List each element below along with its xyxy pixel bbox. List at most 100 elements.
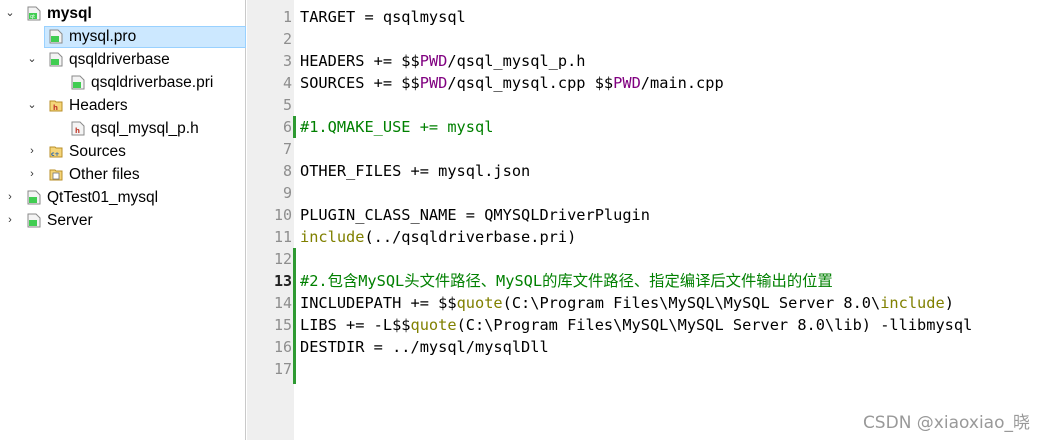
line-number: 1 [282, 8, 292, 26]
code-token: LIBS += -L$$ [300, 316, 411, 334]
line-number: 6 [282, 118, 292, 136]
code-token: PWD [419, 74, 448, 92]
qt-project-icon [27, 213, 41, 228]
line-number: 8 [282, 162, 292, 180]
code-line[interactable]: include(../qsqldriverbase.pri) [300, 226, 576, 248]
chevron-right-icon[interactable]: › [8, 214, 12, 226]
watermark: CSDN @xiaoxiao_晓 [862, 413, 1030, 433]
code-token: quote [456, 294, 503, 312]
code-token: /qsql_mysql_p.h [447, 52, 586, 70]
code-line[interactable]: LIBS += -L$$quote(C:\Program Files\MySQL… [300, 314, 972, 336]
code-line[interactable]: HEADERS += $$PWD/qsql_mysql_p.h [300, 50, 586, 72]
code-token: /main.cpp [640, 74, 724, 92]
tree-item-label: QtTest01_mysql [47, 189, 159, 206]
code-token: PWD [419, 52, 448, 70]
line-number: 15 [273, 316, 292, 334]
code-token: TARGET = qsqlmysql [300, 8, 466, 26]
code-token: SOURCES += $$ [300, 74, 420, 92]
svg-text:c+: c+ [51, 151, 60, 158]
sources-folder-icon: c+ [49, 146, 63, 158]
code-token: (C:\Program Files\MySQL\MySQL Server 8.0… [456, 316, 973, 334]
change-marker [293, 116, 296, 138]
code-token: (C:\Program Files\MySQL\MySQL Server 8.0… [502, 294, 881, 312]
code-token: DESTDIR = ../mysql/mysqlDll [300, 338, 549, 356]
code-token: #1.QMAKE_USE += mysql [300, 118, 494, 136]
svg-text:h: h [75, 127, 80, 135]
line-number: 10 [273, 206, 292, 224]
tree-item-label: Other files [69, 166, 140, 183]
gutter-separator [294, 0, 296, 440]
chevron-right-icon[interactable]: › [30, 168, 34, 180]
qt-project-icon [49, 52, 63, 67]
selection-highlight [44, 26, 246, 48]
chevron-down-icon[interactable]: ⌄ [5, 7, 15, 19]
tree-item-label: qsql_mysql_p.h [91, 120, 199, 137]
code-token: (../qsqldriverbase.pri) [364, 228, 577, 246]
svg-text:qt: qt [30, 14, 35, 20]
code-token: #2.包含MySQL头文件路径、MySQL的库文件路径、指定编译后文件输出的位置 [300, 272, 833, 290]
code-token: /qsql_mysql.cpp $$ [447, 74, 614, 92]
tree-item-server[interactable]: › Server [0, 210, 246, 233]
tree-item-label: Sources [69, 143, 126, 160]
pri-file-icon [71, 75, 85, 90]
code-line[interactable]: TARGET = qsqlmysql [300, 6, 466, 28]
tree-item-qsqldriverbase-pri[interactable]: qsqldriverbase.pri [0, 72, 246, 95]
code-line[interactable]: #2.包含MySQL头文件路径、MySQL的库文件路径、指定编译后文件输出的位置 [300, 270, 833, 292]
line-number: 9 [282, 184, 292, 202]
tree-item-label: mysql [47, 5, 92, 22]
line-number: 14 [273, 294, 292, 312]
code-token: INCLUDEPATH += $$ [300, 294, 457, 312]
code-line[interactable]: #1.QMAKE_USE += mysql [300, 116, 493, 138]
code-line[interactable]: INCLUDEPATH += $$quote(C:\Program Files\… [300, 292, 954, 314]
tree-item-mysql-project[interactable]: ⌄ qt mysql [0, 3, 246, 26]
code-token: quote [410, 316, 457, 334]
tree-item-label: qsqldriverbase [69, 51, 170, 68]
pro-file-icon [49, 29, 63, 44]
line-number-gutter [247, 0, 294, 440]
code-line[interactable]: SOURCES += $$PWD/qsql_mysql.cpp $$PWD/ma… [300, 72, 724, 94]
chevron-right-icon[interactable]: › [30, 145, 34, 157]
line-number: 11 [273, 228, 292, 246]
line-number: 4 [282, 74, 292, 92]
code-token: PWD [613, 74, 641, 92]
tree-item-label: qsqldriverbase.pri [91, 74, 214, 91]
code-line[interactable]: DESTDIR = ../mysql/mysqlDll [300, 336, 549, 358]
tree-item-mysql-pro[interactable]: mysql.pro [0, 26, 246, 49]
tree-item-sources[interactable]: › c+ Sources [0, 141, 246, 164]
header-file-icon: h [71, 121, 85, 136]
project-tree: ⌄ qt mysql mysql.pro ⌄ qsqldriverbase qs… [0, 0, 246, 440]
tree-item-other-files[interactable]: › Other files [0, 164, 246, 187]
line-number: 12 [273, 250, 292, 268]
code-line[interactable]: PLUGIN_CLASS_NAME = QMYSQLDriverPlugin [300, 204, 650, 226]
tree-item-qsql-mysql-p-h[interactable]: h qsql_mysql_p.h [0, 118, 246, 141]
code-token: HEADERS += $$ [300, 52, 420, 70]
tree-item-label: Headers [69, 97, 128, 114]
line-number: 3 [282, 52, 292, 70]
tree-item-qsqldriverbase[interactable]: ⌄ qsqldriverbase [0, 49, 246, 72]
code-line[interactable]: OTHER_FILES += mysql.json [300, 160, 530, 182]
code-token: PLUGIN_CLASS_NAME = QMYSQLDriverPlugin [300, 206, 650, 224]
svg-text:h: h [53, 104, 58, 112]
line-number: 16 [273, 338, 292, 356]
line-number: 2 [282, 30, 292, 48]
chevron-right-icon[interactable]: › [8, 191, 12, 203]
code-token: include [880, 294, 945, 312]
qt-project-icon: qt [27, 6, 41, 21]
tree-item-label: Server [47, 212, 93, 229]
line-number: 17 [273, 360, 292, 378]
code-token: ) [944, 294, 954, 312]
code-token: include [300, 228, 365, 246]
change-marker [293, 248, 296, 384]
chevron-down-icon[interactable]: ⌄ [27, 53, 37, 65]
tree-item-qttest01-mysql[interactable]: › QtTest01_mysql [0, 187, 246, 210]
tree-item-label: mysql.pro [69, 28, 137, 45]
line-number: 7 [282, 140, 292, 158]
chevron-down-icon[interactable]: ⌄ [27, 99, 37, 111]
qt-project-icon [27, 190, 41, 205]
headers-folder-icon: h [49, 100, 63, 112]
line-number: 13 [273, 272, 292, 290]
other-files-folder-icon [49, 169, 63, 181]
tree-item-headers[interactable]: ⌄ h Headers [0, 95, 246, 118]
code-token: OTHER_FILES += mysql.json [300, 162, 531, 180]
line-number: 5 [282, 96, 292, 114]
